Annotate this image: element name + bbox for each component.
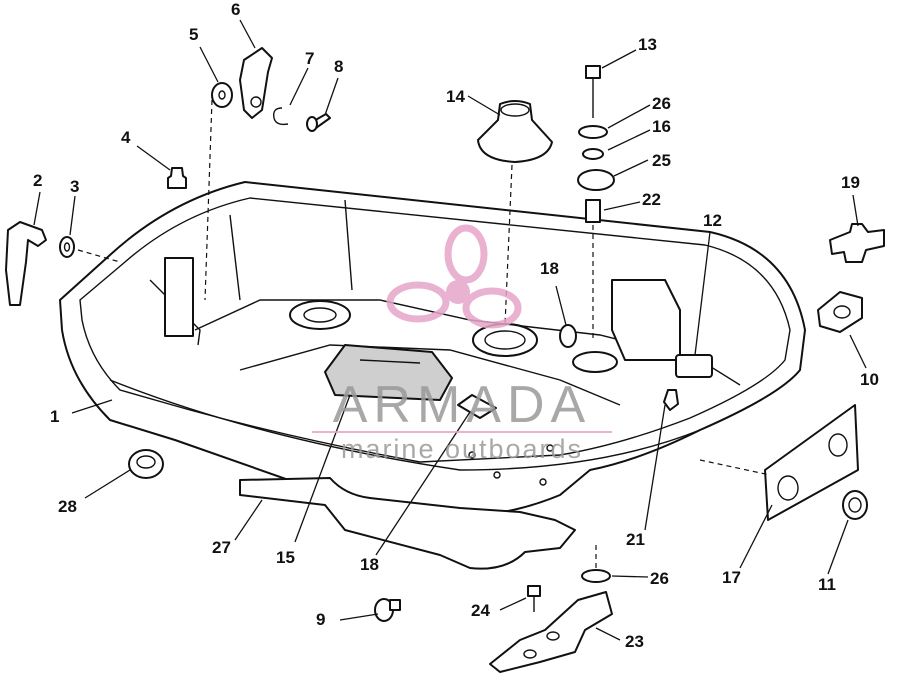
watermark-brand: ARMADA — [333, 376, 591, 434]
callout-13: 13 — [638, 35, 657, 54]
grommet — [128, 449, 164, 479]
callout-15: 15 — [276, 548, 295, 567]
leader-lines — [33, 19, 867, 641]
callout-8: 8 — [334, 57, 343, 76]
callout-23: 23 — [625, 632, 644, 651]
callout-26b: 26 — [650, 569, 669, 588]
watermark-logo-icon — [386, 224, 522, 329]
callout-28: 28 — [58, 497, 77, 516]
callout-10: 10 — [860, 370, 879, 389]
valve — [829, 223, 885, 263]
washer — [582, 148, 604, 160]
washer — [211, 82, 233, 108]
washer — [581, 569, 611, 583]
lower-cowl — [59, 181, 806, 517]
latch — [239, 47, 273, 119]
callout-6: 6 — [231, 0, 240, 19]
watermark: ARMADA marine outboards — [312, 224, 612, 464]
screw — [663, 389, 679, 411]
callout-12: 12 — [703, 211, 722, 230]
spacer — [585, 199, 601, 223]
callout-18b: 18 — [360, 555, 379, 574]
callout-7: 7 — [305, 49, 314, 68]
callout-labels: 1 2 3 4 5 6 7 8 9 10 11 12 13 14 15 16 1… — [33, 0, 879, 651]
washer — [59, 236, 75, 258]
callout-26a: 26 — [652, 94, 671, 113]
fitting — [167, 167, 187, 189]
grommet — [817, 291, 863, 333]
gasket — [239, 477, 576, 570]
callout-9: 9 — [316, 610, 325, 629]
grommet — [842, 490, 868, 520]
callout-4: 4 — [121, 128, 131, 147]
callout-18a: 18 — [540, 259, 559, 278]
boot — [477, 100, 553, 163]
callout-1: 1 — [50, 407, 59, 426]
washer — [578, 125, 608, 139]
callout-11: 11 — [818, 575, 836, 594]
callout-21: 21 — [626, 530, 645, 549]
washer — [559, 324, 577, 348]
screw — [585, 65, 601, 79]
callout-24: 24 — [471, 601, 490, 620]
bushing — [577, 169, 615, 191]
callout-14: 14 — [446, 87, 465, 106]
callout-25: 25 — [652, 151, 671, 170]
callout-2: 2 — [33, 171, 42, 190]
callout-17: 17 — [722, 568, 741, 587]
callout-22: 22 — [642, 190, 661, 209]
retaining-clip — [272, 107, 289, 126]
callout-3: 3 — [70, 177, 79, 196]
watermark-tagline: marine outboards — [341, 434, 583, 464]
callout-5: 5 — [189, 25, 198, 44]
spacer — [457, 394, 497, 419]
callout-19: 19 — [841, 173, 860, 192]
callout-16: 16 — [652, 117, 671, 136]
callout-27: 27 — [212, 538, 231, 557]
screw — [527, 585, 541, 597]
lever — [5, 221, 47, 306]
rear-plate — [764, 404, 859, 521]
